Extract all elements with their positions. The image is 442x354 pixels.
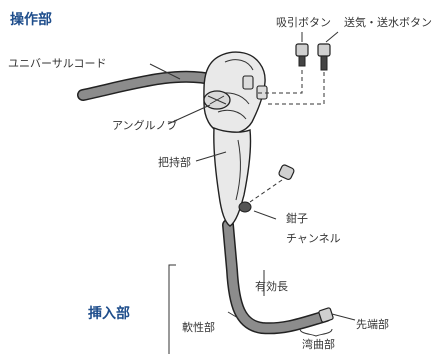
universal-cord: [77, 70, 221, 101]
label-universal-cord: ユニバーサルコード: [8, 57, 107, 70]
label-forceps-channel-2: チャンネル: [286, 232, 341, 245]
label-air-water-button: 送気・送水ボタン: [344, 15, 432, 29]
insertion-tube: [222, 219, 332, 335]
label-flexible-part: 軟性部: [182, 320, 215, 334]
label-suction-button: 吸引ボタン: [276, 15, 331, 29]
distal-tip: [318, 307, 334, 323]
label-angle-knob: アングルノブ: [112, 118, 178, 132]
label-grip: 把持部: [158, 155, 191, 169]
label-distal-end: 先端部: [356, 317, 389, 331]
suction-button[interactable]: [295, 43, 309, 67]
label-working-length: 有効長: [255, 279, 288, 293]
assembly-lines: [249, 70, 325, 203]
air-water-button[interactable]: [317, 43, 331, 71]
section-title-control: 操作部: [10, 11, 52, 28]
bending-section-brace: [299, 328, 333, 337]
section-title-insertion: 挿入部: [88, 305, 130, 322]
label-forceps-channel-1: 鉗子: [286, 211, 308, 225]
angle-knob[interactable]: [203, 90, 231, 110]
leader-lines: [149, 31, 356, 321]
control-head: [203, 51, 266, 135]
forceps-inlet: [238, 201, 252, 213]
label-bending-section: 湾曲部: [302, 337, 335, 351]
insertion-bracket: [168, 264, 176, 354]
forceps-valve-cap[interactable]: [278, 164, 295, 181]
